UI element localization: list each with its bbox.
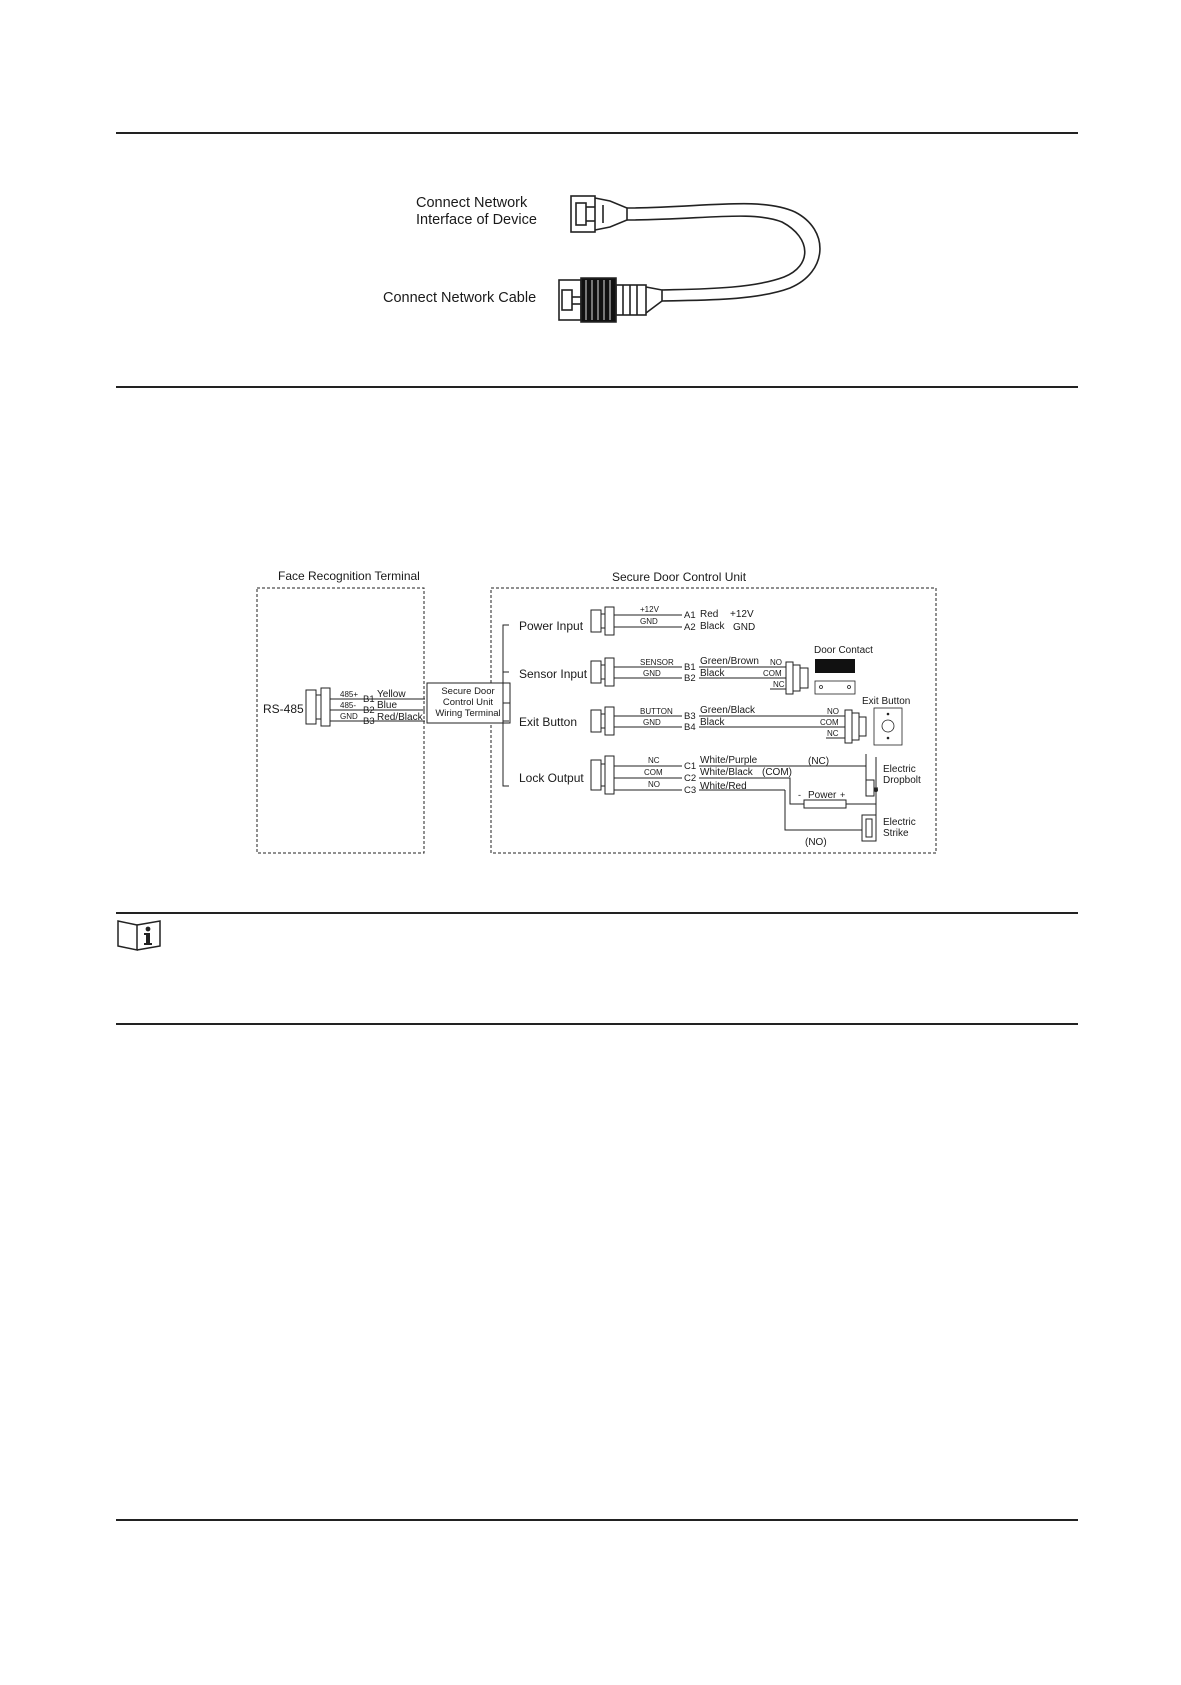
power-terminal-1: A1	[684, 610, 696, 621]
rs485-pin-1: 485+	[340, 690, 358, 699]
device-connector-icon	[570, 195, 628, 233]
exit-terminal-2: B4	[684, 722, 696, 733]
power-pin-2: GND	[640, 617, 658, 626]
sensor-pin-1: SENSOR	[640, 658, 674, 667]
sensor-terminal-2: B2	[684, 673, 696, 684]
exit-button-device-label: Exit Button	[862, 696, 910, 707]
rs485-pin-3: GND	[340, 712, 358, 721]
cable-loop	[626, 202, 821, 302]
wiring-terminal-line3: Wiring Terminal	[435, 708, 500, 719]
power-target-1: +12V	[730, 609, 754, 620]
lock-no-tag: (NO)	[805, 837, 827, 848]
exit-contact-com: COM	[820, 718, 839, 727]
lock-pin-3: NO	[648, 780, 660, 789]
door-contact-sensor-icon	[814, 680, 856, 695]
sensor-contact-no: NO	[770, 658, 782, 667]
exit-pin-2: GND	[643, 718, 661, 727]
lock-wire-3: White/Red	[700, 781, 747, 792]
unit-title: Secure Door Control Unit	[612, 570, 747, 584]
lock-com-tag: (COM)	[762, 767, 792, 778]
lock-wire-2: White/Black	[700, 767, 754, 778]
wiring-terminal-line2: Control Unit	[443, 697, 494, 708]
sensor-wire-1: Green/Brown	[700, 656, 759, 667]
lock-terminal-1: C1	[684, 761, 696, 772]
rs485-wire-1: Yellow	[377, 689, 406, 700]
lock-nc-tag: (NC)	[808, 756, 829, 767]
exit-pin-1: BUTTON	[640, 707, 673, 716]
lock-power-plus: +	[840, 790, 845, 800]
power-input-label: Power Input	[519, 619, 584, 633]
wiring-terminal-line1: Secure Door	[441, 686, 494, 697]
device-interface-label-line2: Interface of Device	[416, 212, 537, 228]
lock-output-label: Lock Output	[519, 771, 584, 785]
rs485-wire-3: Red/Black	[377, 712, 424, 723]
lock-terminal-2: C2	[684, 773, 696, 784]
exit-wire-2: Black	[700, 717, 725, 728]
strike-label-line2: Strike	[883, 828, 909, 839]
terminal-frame	[256, 587, 425, 854]
exit-button-icon	[873, 707, 903, 746]
lock-pin-1: NC	[648, 756, 660, 765]
terminal-title: Face Recognition Terminal	[278, 569, 420, 583]
rs485-label: RS-485	[263, 702, 304, 716]
sensor-contact-com: COM	[763, 669, 782, 678]
exit-terminal-1: B3	[684, 711, 696, 722]
wiring-diagram: Face Recognition Terminal Secure Door Co…	[256, 569, 937, 854]
rule-note-bottom	[116, 1023, 1078, 1025]
dropbolt-label-line1: Electric	[883, 764, 916, 775]
network-cable-diagram: Connect Network Interface of Device Conn…	[383, 195, 821, 323]
lock-power-minus: -	[798, 790, 801, 800]
lock-terminal-3: C3	[684, 785, 696, 796]
power-wire-1: Red	[700, 609, 718, 620]
door-contact-magnet-icon	[815, 659, 855, 673]
lock-pin-2: COM	[644, 768, 663, 777]
rule-note-top	[116, 912, 1078, 914]
sensor-input-label: Sensor Input	[519, 667, 588, 681]
rs485-terminal-3: B3	[363, 716, 375, 727]
rs485-terminal-1: B1	[363, 694, 375, 705]
wiring-terminal-box	[426, 682, 511, 724]
exit-wire-1: Green/Black	[700, 705, 756, 716]
dropbolt-label-line2: Dropbolt	[883, 775, 921, 786]
lock-wire-1: White/Purple	[700, 755, 758, 766]
sensor-wire-2: Black	[700, 668, 725, 679]
rule-top	[116, 132, 1078, 134]
info-book-icon	[117, 920, 161, 951]
lock-power-label: Power	[808, 790, 837, 801]
rs485-pin-2: 485-	[340, 701, 356, 710]
rule-footer	[116, 1519, 1078, 1521]
rs485-wire-2: Blue	[377, 700, 397, 711]
rs485-terminal-2: B2	[363, 705, 375, 716]
sensor-pin-2: GND	[643, 669, 661, 678]
exit-contact-nc: NC	[827, 729, 839, 738]
network-cable-label: Connect Network Cable	[383, 290, 536, 306]
power-pin-1: +12V	[640, 605, 660, 614]
sensor-terminal-1: B1	[684, 662, 696, 673]
power-terminal-2: A2	[684, 622, 696, 633]
cable-connector-icon	[558, 277, 663, 323]
device-interface-label-line1: Connect Network	[416, 195, 528, 211]
exit-button-label: Exit Button	[519, 715, 577, 729]
exit-contact-no: NO	[827, 707, 839, 716]
strike-label-line1: Electric	[883, 817, 916, 828]
rule-cable-bottom	[116, 386, 1078, 388]
power-wire-2: Black	[700, 621, 725, 632]
power-target-2: GND	[733, 622, 755, 633]
sensor-contact-nc: NC	[773, 680, 785, 689]
door-contact-label: Door Contact	[814, 645, 873, 656]
